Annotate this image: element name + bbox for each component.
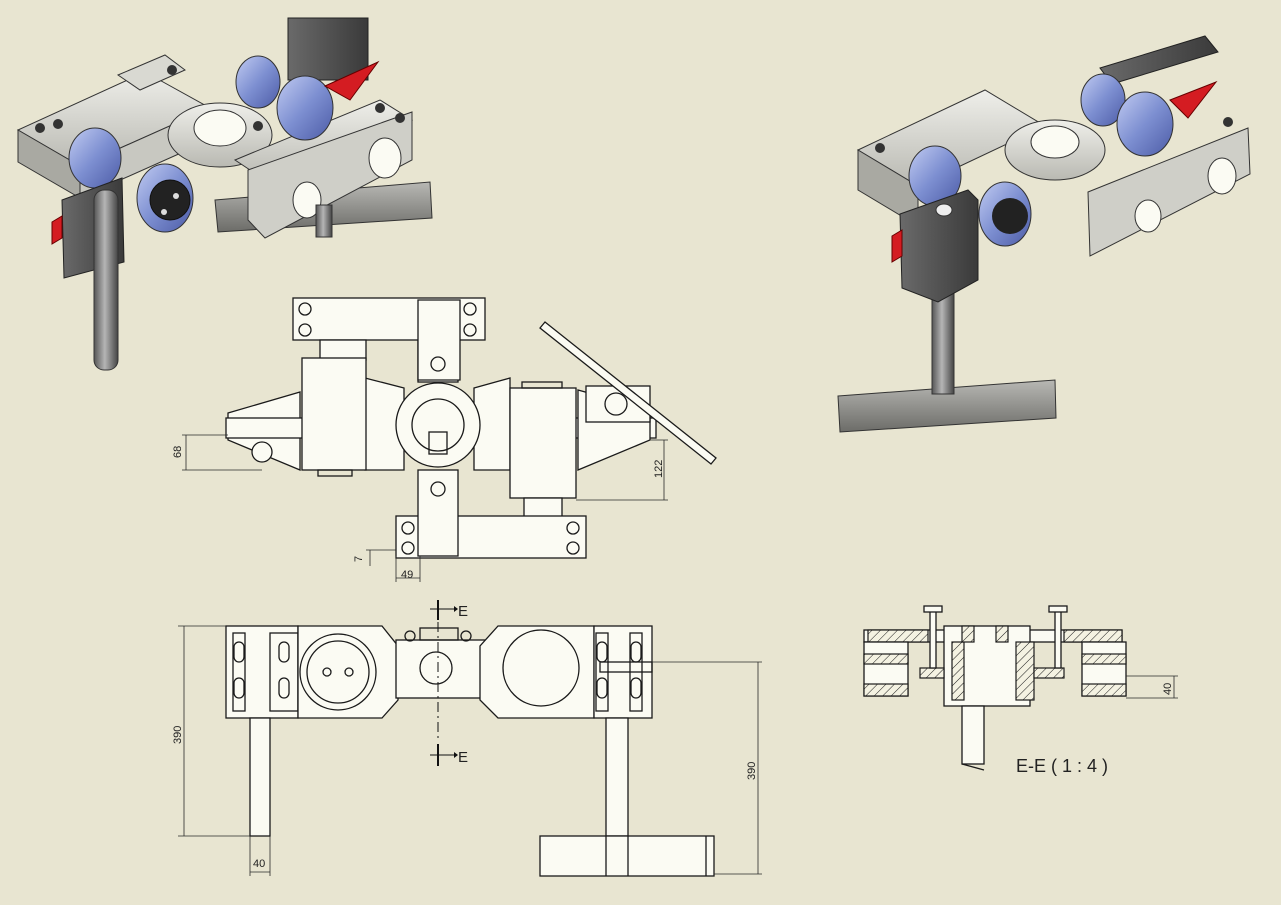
dim-7-label: 7 [353, 556, 365, 562]
section-marker-bottom: E [458, 749, 468, 766]
iso-view-right [837, 35, 1251, 433]
red-lever-top [323, 60, 380, 101]
blade-right [837, 379, 1057, 433]
bracket-top-left [116, 54, 186, 91]
shaft-left [93, 189, 119, 371]
back-clamp-right [1099, 35, 1219, 85]
hub-bore [193, 109, 247, 147]
iso2-right-bar [1087, 127, 1251, 257]
shaft-stub [315, 204, 333, 238]
section-view [863, 605, 1178, 771]
iso2-roller-right [1116, 91, 1174, 157]
roller-left [68, 127, 122, 189]
iso2-front-clamp [899, 189, 979, 303]
roller-top-right [276, 75, 334, 141]
section-caption: E-E ( 1 : 4 ) [1016, 756, 1108, 776]
iso2-hub-bore [1030, 125, 1080, 159]
top-clamp-block [287, 17, 369, 81]
iso-view-left [16, 17, 433, 371]
roller-back [235, 55, 281, 109]
iso2-roller-back [1080, 73, 1126, 127]
roller-front-cap [149, 179, 191, 221]
section-marker-top: E [458, 603, 468, 620]
dim-390-right-label: 390 [746, 762, 758, 780]
right-bar-bore-2 [292, 181, 322, 219]
front-view [178, 600, 762, 877]
dim-49-label: 49 [401, 569, 413, 581]
dim-68-label: 68 [172, 446, 184, 458]
dim-122-label: 122 [653, 460, 665, 478]
dim-390-left-label: 390 [172, 726, 184, 744]
right-bar-front [247, 111, 413, 239]
right-bar-bore [368, 137, 402, 179]
top-view [182, 297, 717, 582]
dim-40-section-label: 40 [1162, 683, 1174, 695]
red-lever-left [51, 215, 63, 245]
iso2-red-lever [1169, 80, 1218, 119]
dim-40-front-label: 40 [253, 858, 265, 870]
